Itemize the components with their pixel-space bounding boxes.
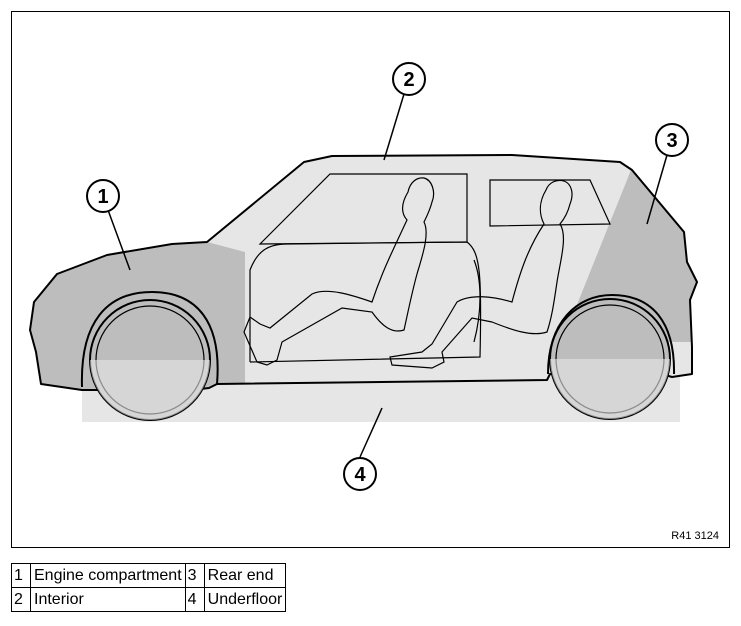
callout-3-number: 3 [666, 130, 677, 152]
car-outline [29, 154, 698, 391]
rear-seat-outline [473, 259, 481, 343]
callout-1-number: 1 [97, 186, 108, 208]
rear-wheel [549, 298, 671, 420]
legend-number: 4 [184, 587, 205, 612]
callout-1-leader [107, 209, 131, 271]
front-wheel-arch [80, 290, 219, 388]
figure-code: R41 3124 [671, 530, 719, 542]
rear-window-outline [489, 179, 611, 227]
legend-number: 3 [184, 563, 205, 588]
passenger-figure [389, 179, 573, 369]
callout-2-number: 2 [403, 69, 414, 91]
legend-row: 1 Engine compartment 3 Rear end [11, 563, 287, 588]
legend-number: 1 [11, 563, 31, 588]
legend-table: 1 Engine compartment 3 Rear end 2 Interi… [11, 563, 287, 612]
callout-2-leader [383, 93, 405, 161]
callout-4: 4 [343, 457, 377, 491]
legend-label: Engine compartment [30, 563, 186, 588]
vehicle-zones-figure: 1 2 3 4 R41 3124 [11, 11, 730, 548]
callout-4-leader [359, 407, 383, 458]
legend-number: 2 [11, 587, 31, 612]
callout-3: 3 [655, 123, 689, 157]
legend-row: 2 Interior 4 Underfloor [11, 587, 287, 612]
vehicle-diagram: 1 2 3 4 [29, 62, 698, 491]
callout-2: 2 [392, 62, 426, 96]
legend-label: Rear end [203, 563, 287, 588]
callout-1: 1 [86, 179, 120, 213]
legend-label: Underfloor [203, 587, 287, 612]
callout-3-leader [646, 154, 668, 225]
front-wheel [89, 299, 211, 421]
driver-figure [243, 177, 435, 366]
callout-4-number: 4 [354, 464, 366, 486]
door-outline [249, 241, 482, 363]
legend-label: Interior [30, 587, 186, 612]
